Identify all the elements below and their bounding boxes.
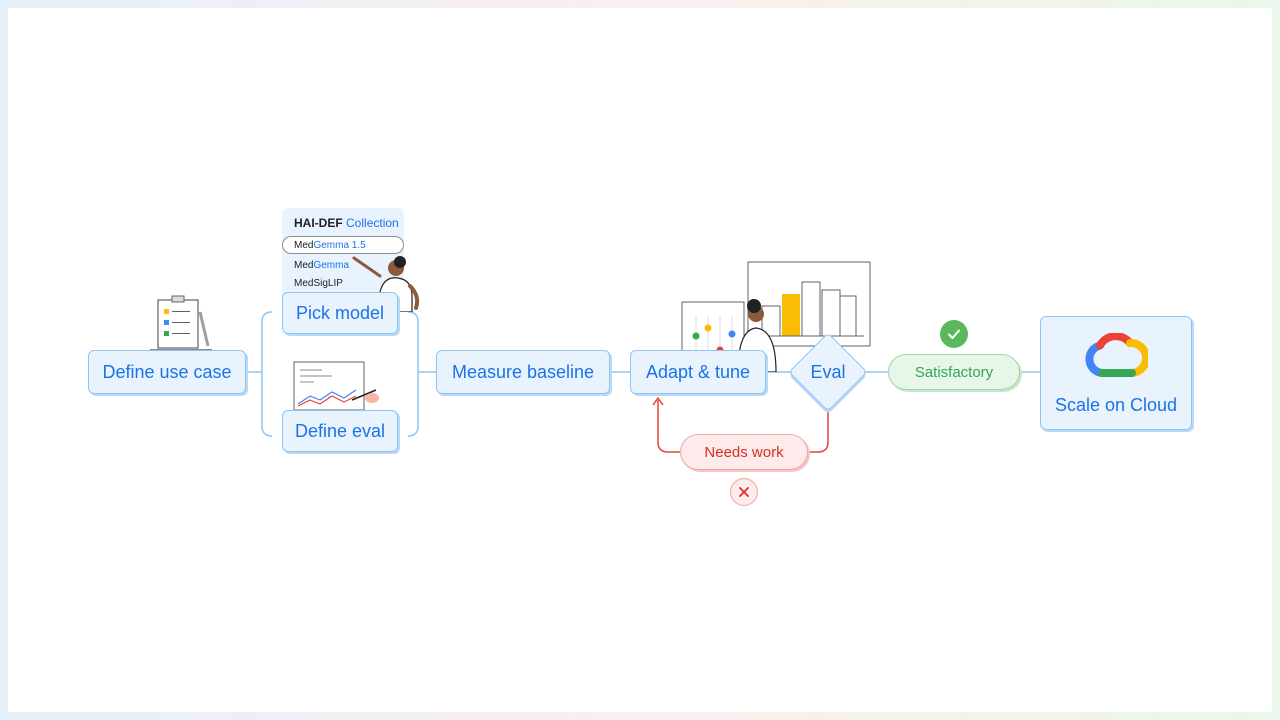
clipboard-illustration [150, 295, 212, 351]
needs-work-pill[interactable]: Needs work [680, 434, 808, 470]
adapt-tune-node[interactable]: Adapt & tune [630, 350, 766, 394]
define-eval-node[interactable]: Define eval [282, 410, 398, 452]
connector-eval-to-needswork [808, 412, 829, 453]
google-cloud-logo [1085, 333, 1148, 377]
eval-label: Eval [810, 361, 846, 382]
model-row[interactable]: MedGemma 1.5 [294, 240, 366, 251]
close-icon [730, 478, 758, 506]
check-icon [940, 320, 968, 348]
scale-on-cloud-card[interactable]: Scale on Cloud [1040, 316, 1192, 430]
satisfactory-pill[interactable]: Satisfactory [888, 354, 1020, 390]
model-collection-title: HAI-DEF Collection [294, 216, 399, 230]
pick-model-node[interactable]: Pick model [282, 292, 398, 334]
define-use-case-node[interactable]: Define use case [88, 350, 246, 394]
measure-baseline-node[interactable]: Measure baseline [436, 350, 610, 394]
scale-on-cloud-label: Scale on Cloud [1054, 395, 1178, 415]
connector-needswork-to-adapt [657, 400, 680, 453]
model-row[interactable]: MedGemma [294, 260, 350, 271]
model-row-selected-highlight [282, 236, 404, 254]
connector-lines [246, 311, 1040, 453]
model-collection-card: HAI-DEF Collection MedGemma 1.5 MedGemma… [282, 208, 404, 300]
arrowhead-to-adapt [652, 396, 664, 406]
chart-drawing-illustration [293, 361, 379, 411]
workflow-diagram: HAI-DEF Collection MedGemma 1.5 MedGemma… [8, 8, 1272, 712]
connector-branch-left [261, 311, 273, 437]
connector-branch-right [407, 311, 419, 437]
model-row[interactable]: MedSigLIP [294, 278, 343, 289]
